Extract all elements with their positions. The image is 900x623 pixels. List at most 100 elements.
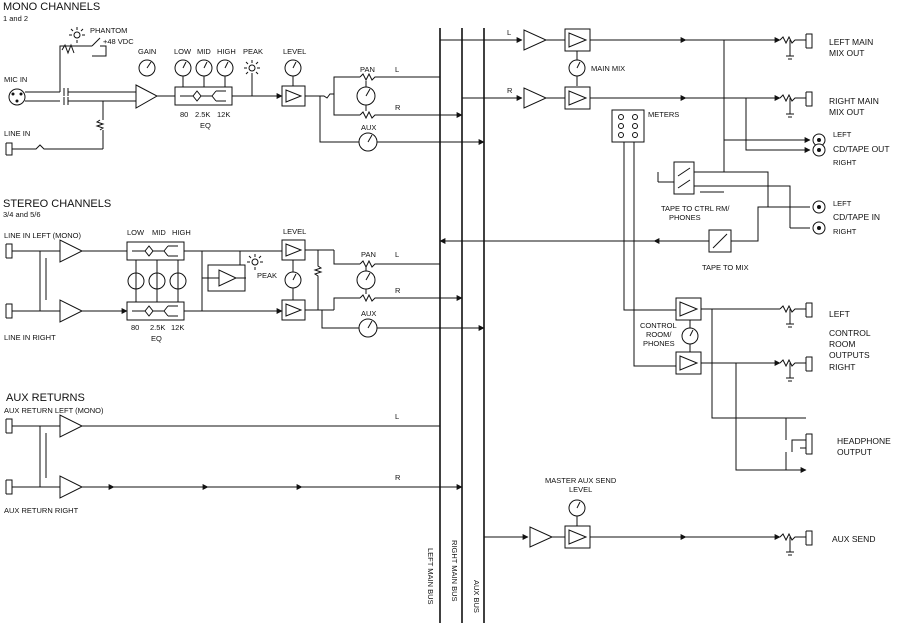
stereo-eq-freq-mid: 2.5K bbox=[150, 323, 165, 332]
main-mix-label: MAIN MIX bbox=[591, 64, 625, 73]
mono-eq-mid-label: MID bbox=[197, 47, 211, 56]
master-r-label: R bbox=[507, 86, 513, 95]
mono-pan-label: PAN bbox=[360, 65, 375, 74]
mic-preamp-icon bbox=[135, 84, 159, 109]
line-in-label: LINE IN bbox=[4, 129, 30, 138]
buses: LEFT MAIN BUS RIGHT MAIN BUS AUX BUS bbox=[426, 28, 485, 623]
right-main-out-label-2: MIX OUT bbox=[829, 107, 864, 117]
stereo-left-jack-icon bbox=[5, 243, 60, 259]
aux-bus-label: AUX BUS bbox=[472, 580, 481, 613]
stereo-channel: LINE IN LEFT (MONO) LINE IN RIGHT LOW MI… bbox=[4, 227, 485, 343]
cr-out-label-3: OUTPUTS bbox=[829, 350, 870, 360]
stereo-line-in-left-label: LINE IN LEFT (MONO) bbox=[4, 231, 81, 240]
eq-curve-icon bbox=[180, 90, 226, 102]
meters-icon bbox=[611, 109, 645, 143]
pan-split-wire bbox=[333, 76, 360, 116]
right-main-out-label-1: RIGHT MAIN bbox=[829, 96, 879, 106]
coupling-capacitors-icon bbox=[63, 88, 69, 105]
gain-label: GAIN bbox=[138, 47, 156, 56]
mono-peak-label: PEAK bbox=[243, 47, 263, 56]
right-main-out-jack-icon bbox=[779, 91, 813, 118]
cd-out-label: CD/TAPE OUT bbox=[833, 144, 890, 154]
cr-out-right-label: RIGHT bbox=[829, 362, 855, 372]
left-main-bus-label: LEFT MAIN BUS bbox=[426, 548, 435, 605]
mono-level-label: LEVEL bbox=[283, 47, 306, 56]
left-main-out-label-2: MIX OUT bbox=[829, 48, 864, 58]
left-main-amp-icon bbox=[523, 29, 548, 51]
mic-in-label: MIC IN bbox=[4, 75, 27, 84]
section-title-mono: MONO CHANNELS bbox=[3, 1, 100, 13]
mono-peak-led-icon bbox=[244, 60, 260, 76]
aux-return-left-amp-icon bbox=[59, 414, 84, 438]
stereo-right-preamp-icon bbox=[59, 299, 84, 323]
aux-return-l-label: L bbox=[395, 412, 399, 421]
mono-eq-freq-mid: 2.5K bbox=[195, 110, 210, 119]
headphone-label-2: OUTPUT bbox=[837, 447, 872, 457]
mono-pan-l-label: L bbox=[395, 65, 399, 74]
meters-label: METERS bbox=[648, 110, 679, 119]
mic-to-preamp-wires bbox=[68, 91, 136, 102]
master-section: L MAIN MIX R METERS bbox=[439, 28, 810, 549]
tape-to-ctrl-switch[interactable] bbox=[673, 161, 695, 195]
cr-right-out-jack-icon bbox=[779, 356, 813, 382]
cd-out-right-label: RIGHT bbox=[833, 158, 857, 167]
mono-pan-r-label: R bbox=[395, 103, 401, 112]
level-out-wire bbox=[305, 93, 334, 99]
mono-aux-label: AUX bbox=[361, 123, 376, 132]
headphone-jack-icon bbox=[791, 433, 813, 455]
mono-eq-low-label: LOW bbox=[174, 47, 192, 56]
mono-eq-freq-low: 80 bbox=[180, 110, 188, 119]
aux-return-r-label: R bbox=[395, 473, 401, 482]
aux-send-jack-icon bbox=[779, 530, 813, 556]
stereo-pan-label: PAN bbox=[361, 250, 376, 259]
section-sub-mono: 1 and 2 bbox=[3, 14, 28, 23]
cr-out-label-1: CONTROL bbox=[829, 328, 871, 338]
section-title-aux-returns: AUX RETURNS bbox=[6, 392, 85, 404]
stereo-eq-low-label: LOW bbox=[127, 228, 145, 237]
master-aux-label-1: MASTER AUX SEND bbox=[545, 476, 617, 485]
left-main-out-label-1: LEFT MAIN bbox=[829, 37, 873, 47]
mono-eq-label: EQ bbox=[200, 121, 211, 130]
aux-return-right-amp-icon bbox=[59, 475, 84, 499]
phantom-switch-wire bbox=[59, 37, 107, 57]
master-aux-label-2: LEVEL bbox=[569, 485, 592, 494]
tape-ctrl-label-1: TAPE TO CTRL RM/ bbox=[661, 204, 730, 213]
aux-send-label: AUX SEND bbox=[832, 534, 875, 544]
stereo-right-jack-icon bbox=[5, 303, 60, 319]
phantom-resistor-icon bbox=[61, 43, 75, 55]
cd-in-right-label: RIGHT bbox=[833, 227, 857, 236]
aux-returns: AUX RETURN LEFT (MONO) AUX RETURN RIGHT … bbox=[4, 406, 462, 515]
phantom-led-icon bbox=[69, 27, 85, 43]
cr-label-3: PHONES bbox=[643, 339, 675, 348]
mono-channel: PHANTOM +48 VDC MIC IN LINE IN GAIN bbox=[4, 26, 484, 156]
cd-in-label: CD/TAPE IN bbox=[833, 212, 880, 222]
stereo-pan-l-label: L bbox=[395, 250, 399, 259]
aux-return-left-jack-icon bbox=[5, 418, 60, 434]
aux-return-right-jack-icon bbox=[5, 479, 60, 495]
stereo-eq-high-label: HIGH bbox=[172, 228, 191, 237]
stereo-line-in-right-label: LINE IN RIGHT bbox=[4, 333, 56, 342]
stereo-peak-label: PEAK bbox=[257, 271, 277, 280]
stereo-eq-freq-high: 12K bbox=[171, 323, 184, 332]
mono-eq-freq-high: 12K bbox=[217, 110, 230, 119]
section-sub-stereo: 3/4 and 5/6 bbox=[3, 210, 41, 219]
line-in-jack-icon bbox=[5, 142, 103, 156]
stereo-peak-led-icon bbox=[247, 254, 263, 270]
right-main-bus-label: RIGHT MAIN BUS bbox=[450, 540, 459, 602]
output-jacks: LEFT MAIN MIX OUT RIGHT MAIN MIX OUT LEF… bbox=[779, 33, 891, 556]
cr-out-label-2: ROOM bbox=[829, 339, 855, 349]
master-l-label: L bbox=[507, 28, 511, 37]
mono-normal-wire bbox=[39, 251, 47, 311]
cr-label-1: CONTROL bbox=[640, 321, 677, 330]
cr-label-2: ROOM/ bbox=[646, 330, 672, 339]
aux-return-right-label: AUX RETURN RIGHT bbox=[4, 506, 79, 515]
left-main-out-jack-icon bbox=[779, 33, 813, 60]
mic-input-xlr-icon bbox=[8, 88, 26, 106]
aux-send-amp-icon bbox=[529, 526, 554, 548]
mono-eq-high-label: HIGH bbox=[217, 47, 236, 56]
cd-in-left-label: LEFT bbox=[833, 199, 852, 208]
cr-left-out-jack-icon bbox=[779, 302, 813, 328]
phantom-label: PHANTOM bbox=[90, 26, 127, 35]
section-title-stereo: STEREO CHANNELS bbox=[3, 198, 111, 210]
